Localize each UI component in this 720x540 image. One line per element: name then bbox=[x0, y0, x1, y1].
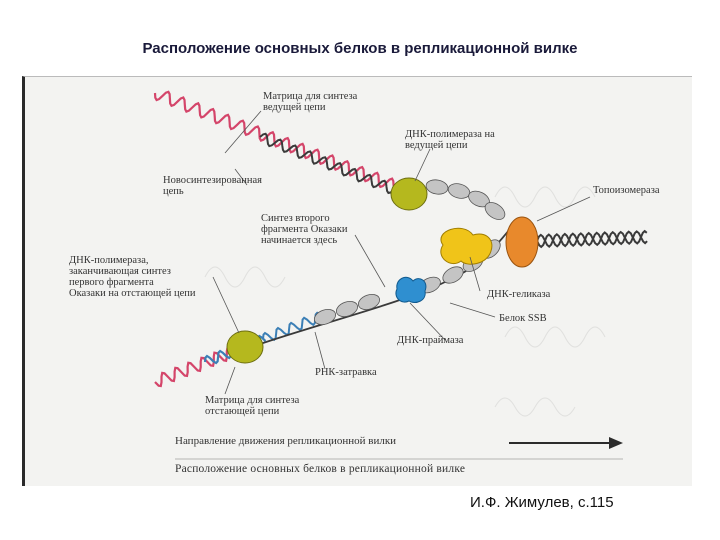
label-lagging-template: Матрица для синтеза отстающей цепи bbox=[205, 395, 300, 417]
figure-caption: Расположение основных белков в репликаци… bbox=[175, 463, 466, 475]
label-primase: ДНК-праймаза bbox=[397, 335, 464, 346]
label-leading-template: Матрица для синтеза ведущей цепи bbox=[263, 91, 358, 113]
ssb-protein bbox=[313, 309, 337, 325]
replication-fork-diagram bbox=[153, 90, 648, 460]
leading-template-strand bbox=[153, 90, 396, 191]
ssb-protein bbox=[335, 301, 359, 317]
slide-title: Расположение основных белков в репликаци… bbox=[142, 40, 578, 57]
label-direction: Направление движения репликационной вилк… bbox=[175, 435, 397, 447]
dna-helicase bbox=[440, 227, 493, 265]
label-helicase: ДНК-геликаза bbox=[487, 289, 551, 300]
label-topoisomerase: Топоизомераза bbox=[593, 185, 660, 196]
ssb-proteins-upper bbox=[425, 179, 506, 220]
parental-dna-strand-b bbox=[536, 230, 648, 248]
topoisomerase bbox=[505, 216, 539, 268]
label-second-okazaki: Синтез второго фрагмента Оказаки начинае… bbox=[261, 213, 348, 246]
label-dna-pol-leading: ДНК-полимераза на ведущей цепи bbox=[405, 129, 495, 151]
dna-polymerase-leading bbox=[390, 177, 428, 211]
label-new-strand: Новосинтезированная цепь bbox=[163, 175, 262, 197]
new-strand bbox=[259, 132, 398, 195]
label-rna-primer: РНК-затравка bbox=[315, 367, 377, 378]
credit: И.Ф. Жимулев, с.115 bbox=[470, 494, 614, 511]
replication-fork-figure: Матрица для синтеза ведущей цепи ДНК-пол… bbox=[22, 76, 692, 486]
ssb-protein bbox=[442, 266, 464, 284]
parental-dna-strand-a bbox=[536, 229, 648, 249]
leader-lines bbox=[212, 110, 591, 395]
direction-arrow bbox=[509, 437, 623, 449]
ssb-protein bbox=[447, 183, 471, 199]
ssb-protein bbox=[357, 294, 381, 310]
label-ssb: Белок SSB bbox=[499, 313, 547, 324]
label-dna-pol-lagging: ДНК-полимераза, заканчивающая синтез пер… bbox=[69, 255, 196, 299]
background-texture bbox=[204, 186, 606, 417]
dna-polymerase-lagging bbox=[226, 330, 264, 364]
lagging-template-strand bbox=[154, 347, 229, 388]
ssb-protein bbox=[425, 179, 449, 195]
dna-primase bbox=[395, 276, 427, 304]
ssb-protein bbox=[484, 202, 506, 220]
